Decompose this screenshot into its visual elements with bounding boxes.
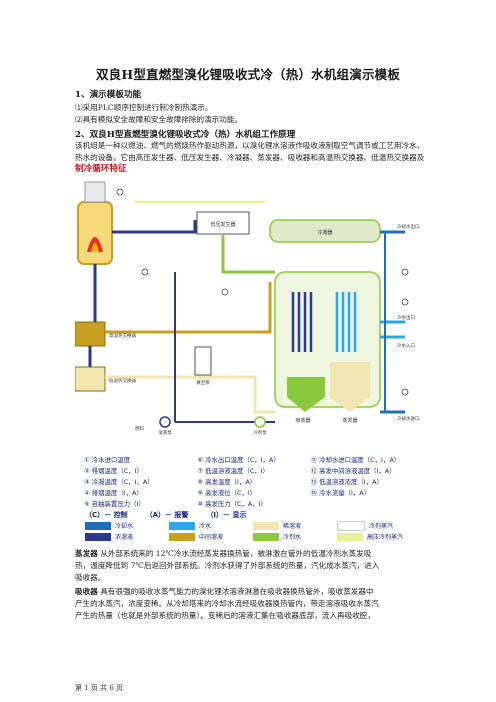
page-footer: 第 1 页 共 6 页: [75, 684, 124, 692]
dilute-solution-pool: [330, 362, 370, 412]
vacuum-pump: [194, 346, 212, 376]
refrigerant-pool: [287, 377, 325, 412]
evaporator-para-line2: 热，温度降低到 7℃后返回外部系统。冷剂水获得了外部系统的热量，汽化成水蒸汽，进…: [75, 561, 380, 570]
absorber-para-line3: 产生的热量（也就是外部系统的热量）。变稀后的溶液汇集在吸收器底部，流入再吸收腔，: [75, 611, 375, 620]
cooling-in-label: 冷却水进口: [397, 415, 420, 422]
section2-heading: 2、双良H型直燃型溴化锂吸收式冷（热）水机组工作原理: [75, 130, 296, 140]
hx-low-label: 低温热交换器: [109, 377, 136, 384]
evaporator-label: 蒸发器: [342, 417, 357, 424]
high-pressure-generator: [77, 201, 113, 265]
refrigeration-cycle-diagram: 冷凝器 低压发生器 吸收器 蒸发器 高温热交换器 低温热交换器: [75, 181, 420, 436]
absorber-para-line1: 吸收器 具有很强的吸收水蒸气能力的溴化锂浓溶液淋激在吸收器换热管外，吸收蒸发器中: [75, 587, 374, 596]
condenser-label: 冷凝器: [317, 229, 332, 236]
evaporator-para-line3: 吸收器。: [75, 573, 106, 582]
low-temp-heat-exchanger: [75, 366, 106, 392]
absorber-label: 吸收器: [295, 417, 310, 424]
flue-stack: [84, 181, 106, 203]
solution-pump-icon: [159, 416, 171, 428]
evaporator-para-line1: 蒸发器 从外部系统来的 12℃冷水流经蒸发器换热管，被淋激在管外的低温冷剂水蒸发…: [75, 549, 372, 558]
section1-item1: ⑴采用PLC顺序控制进行制冷制热演示。: [75, 103, 213, 112]
refrigerant-pump-icon: [254, 416, 266, 428]
high-temp-heat-exchanger: [75, 321, 106, 347]
absorber-para-line2: 产生的水蒸汽，浓度变稀。从冷却塔来的冷却水流经吸收器换热管内，带走溶液吸收水蒸汽: [75, 599, 379, 608]
chilled-out-label: 冷水出口: [397, 314, 415, 321]
low-generator-label: 低压发生器: [210, 221, 235, 228]
cycle-heading: 制冷循环特征: [75, 164, 127, 174]
hx-high-label: 高温热交换器: [109, 332, 136, 339]
section1-item2: ⑵具有模拟安全故障和安全故障排除的演示功能。: [75, 115, 243, 124]
section2-paragraph: 该机组是一种以燃油、燃气的燃烧热作驱动热源，以溴化锂水溶液作吸收液制取空气调节或…: [75, 141, 425, 162]
sensor-markers: [116, 188, 409, 396]
coil-tubes: [291, 292, 313, 352]
document-title: 双良H型直燃型溴化锂吸收式冷（热）水机组演示模板: [95, 67, 401, 82]
fuel-label: 燃料: [135, 425, 144, 432]
cooling-out-label: 冷却水出口: [397, 223, 420, 230]
chilled-in-label: 冷水入口: [397, 342, 415, 349]
pump2-label: 冷剂泵: [253, 429, 267, 436]
color-legend: 冷却水 冷水 稀溶液 冷剂蒸汽 浓溶液 中间溶液 冷剂水 高压冷剂蒸汽: [85, 520, 421, 542]
pump1-label: 溶液泵: [158, 429, 172, 436]
legend-gloss: （C）－ 控制（A）－ 报警（I）－ 显示: [85, 511, 247, 519]
section1-heading: 1、演示模板功能: [75, 90, 142, 100]
vacuum-label: 真空泵: [196, 379, 210, 386]
